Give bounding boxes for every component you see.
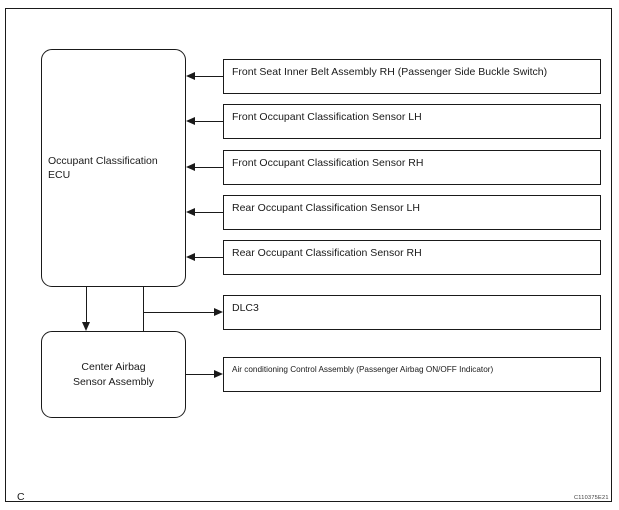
arrowhead-ecu-to-airbag	[81, 322, 90, 331]
component-box-dlc3: DLC3	[223, 295, 601, 330]
connector-line-airbag-to-ac	[186, 374, 214, 375]
reference-code: C110375E21	[574, 495, 609, 501]
connector-line-ecu-dlc3-stub	[143, 287, 144, 331]
connector-line-input-2	[195, 121, 223, 122]
module-occupant-classification-ecu: Occupant Classification ECU	[41, 49, 186, 287]
connector-line-input-4	[195, 212, 223, 213]
connector-line-input-5	[195, 257, 223, 258]
arrowhead-input-5	[186, 252, 195, 261]
module-center-airbag-sensor-assembly: Center Airbag Sensor Assembly	[41, 331, 186, 418]
arrowhead-input-2	[186, 116, 195, 125]
arrowhead-input-3	[186, 162, 195, 171]
connector-line-ecu-to-dlc3	[143, 312, 214, 313]
component-box-air-conditioning-control-assembly: Air conditioning Control Assembly (Passe…	[223, 357, 601, 392]
arrowhead-input-4	[186, 207, 195, 216]
connector-line-ecu-to-airbag	[86, 287, 87, 323]
module-label-line: Occupant Classification	[48, 154, 158, 167]
module-label-line: Sensor Assembly	[72, 375, 155, 388]
diagram-frame: Occupant Classification ECU Center Airba…	[5, 8, 612, 503]
corner-letter-marker: C	[17, 491, 25, 503]
component-box-rear-occupant-classification-sensor-rh: Rear Occupant Classification Sensor RH	[223, 240, 601, 275]
module-label-line: Center Airbag	[81, 361, 146, 374]
component-box-front-occupant-classification-sensor-lh: Front Occupant Classification Sensor LH	[223, 104, 601, 139]
component-box-front-seat-inner-belt-assembly-rh: Front Seat Inner Belt Assembly RH (Passe…	[223, 59, 601, 94]
connector-line-input-1	[195, 76, 223, 77]
module-label-line: ECU	[48, 169, 71, 181]
component-box-rear-occupant-classification-sensor-lh: Rear Occupant Classification Sensor LH	[223, 195, 601, 230]
arrowhead-input-1	[186, 71, 195, 80]
component-box-front-occupant-classification-sensor-rh: Front Occupant Classification Sensor RH	[223, 150, 601, 185]
connector-line-input-3	[195, 167, 223, 168]
arrowhead-dlc3	[214, 307, 223, 316]
arrowhead-air-conditioning	[214, 369, 223, 378]
